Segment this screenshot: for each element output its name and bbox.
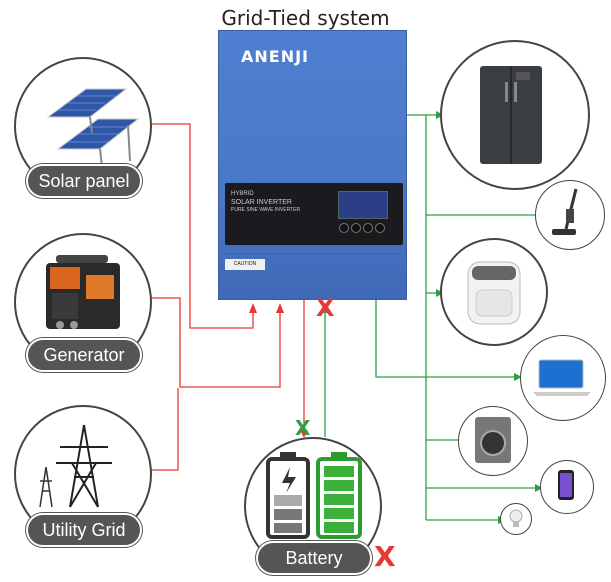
panel-text-hybrid: HYBRID bbox=[231, 191, 254, 197]
battery-input-x-mark: X bbox=[295, 416, 311, 440]
inverter-x-mark: X bbox=[316, 294, 335, 322]
panel-button-1 bbox=[339, 223, 349, 233]
battery-x-mark: X bbox=[374, 540, 396, 573]
solar-panel-icon bbox=[46, 88, 140, 168]
inverter-divider bbox=[225, 253, 401, 254]
utility-grid-label: Utility Grid bbox=[26, 513, 142, 547]
solar-panel-label: Solar panel bbox=[26, 164, 142, 198]
panel-button-4 bbox=[375, 223, 385, 233]
generator-label: Generator bbox=[26, 338, 142, 372]
panel-text-solar-inverter: SOLAR INVERTER bbox=[231, 199, 292, 206]
washing-machine-circle bbox=[458, 406, 528, 476]
panel-text-pure-sine: PURE SINE WAVE INVERTER bbox=[231, 207, 301, 213]
light-bulb-circle bbox=[500, 503, 532, 535]
vacuum-circle bbox=[535, 180, 605, 250]
wet-dry-vacuum-icon bbox=[552, 188, 578, 235]
refrigerator-circle bbox=[440, 40, 590, 190]
hybrid-inverter: ANENJI HYBRID SOLAR INVERTER PURE SINE W… bbox=[218, 30, 407, 300]
diagram-title: Grid-Tied system bbox=[221, 6, 390, 30]
caution-label: CAUTION bbox=[225, 259, 265, 270]
battery-label: Battery bbox=[256, 541, 372, 575]
laptop-circle bbox=[520, 335, 606, 421]
light-bulb-icon bbox=[509, 509, 523, 527]
panel-button-2 bbox=[351, 223, 361, 233]
generator-icon bbox=[46, 255, 120, 329]
panel-button-3 bbox=[363, 223, 373, 233]
solar-wire bbox=[140, 123, 254, 329]
inverter-control-panel: HYBRID SOLAR INVERTER PURE SINE WAVE INV… bbox=[225, 183, 403, 245]
power-tower-icon bbox=[39, 424, 112, 508]
laptop-icon bbox=[533, 359, 591, 396]
smartphone-icon bbox=[558, 470, 574, 500]
air-fryer-icon bbox=[467, 261, 521, 325]
grid-wire bbox=[145, 388, 179, 471]
smartphone-circle bbox=[540, 460, 594, 514]
lcd-display-icon bbox=[338, 191, 388, 219]
inverter-brand: ANENJI bbox=[241, 47, 309, 66]
refrigerator-icon bbox=[480, 66, 542, 164]
load-bus bbox=[407, 114, 427, 520]
battery-icon bbox=[266, 452, 362, 539]
washing-machine-icon bbox=[475, 417, 511, 463]
generator-wire bbox=[150, 297, 281, 388]
air-fryer-circle bbox=[440, 238, 548, 346]
